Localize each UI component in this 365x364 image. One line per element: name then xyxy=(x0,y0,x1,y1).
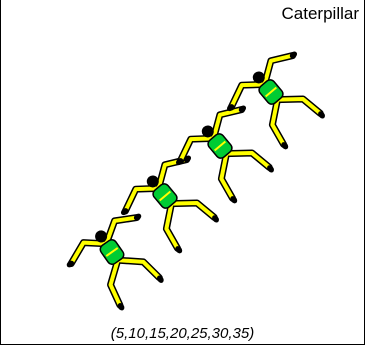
sequence-caption: (5,10,15,20,25,30,35) xyxy=(110,325,255,342)
formation-title: Caterpillar xyxy=(281,4,359,23)
jumper-2 xyxy=(114,148,234,266)
jumper-1 xyxy=(61,206,180,322)
jumper-4 xyxy=(220,44,340,162)
